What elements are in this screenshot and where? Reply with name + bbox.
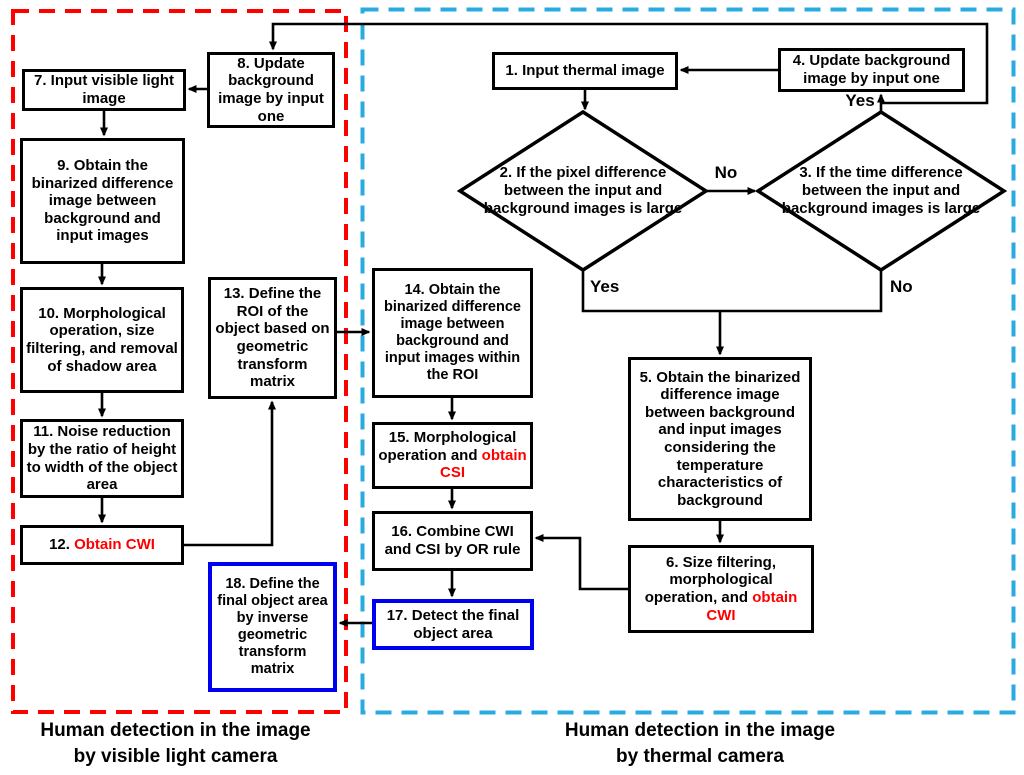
label-no-decision3-bottom: No xyxy=(890,277,913,296)
node-13-label: 13. Define the ROI of the object based o… xyxy=(215,285,330,391)
node-12-highlight: Obtain CWI xyxy=(74,536,155,554)
arrow-12-to-13 xyxy=(184,400,276,547)
node-1-label: 1. Input thermal image xyxy=(505,62,665,80)
decision-2-pixel-difference: 2. If the pixel difference between the i… xyxy=(473,124,693,258)
decision-2-label: 2. If the pixel difference between the i… xyxy=(483,164,683,217)
node-7-input-visible-light-image: 7. Input visible light image xyxy=(22,69,186,111)
node-6-highlight: obtain CWI xyxy=(706,589,798,624)
node-12-obtain-cwi: 12. Obtain CWI xyxy=(20,525,184,565)
label-yes-decision2-bottom: Yes xyxy=(590,277,620,296)
decision-3-label: 3. If the time difference between the in… xyxy=(781,164,981,217)
node-15-morphological-obtain-csi: 15. Morphological operation and obtain C… xyxy=(372,422,533,489)
visible-light-section-border xyxy=(11,9,348,714)
node-10-morphological-operation: 10. Morphological operation, size filter… xyxy=(20,287,184,393)
node-12-prefix: 12. xyxy=(49,536,75,554)
node-14-binarized-difference-roi: 14. Obtain the binarized difference imag… xyxy=(372,268,533,398)
node-5-label: 5. Obtain the binarized difference image… xyxy=(639,368,801,509)
node-17-detect-final-object-area: 17. Detect the final object area xyxy=(372,599,534,650)
arrow-6-to-16 xyxy=(534,534,628,591)
caption-visible-light-line2: by visible light camera xyxy=(73,745,278,767)
arrow-yes-branch-to-8 xyxy=(269,22,989,105)
label-yes-decision3-top: Yes xyxy=(845,91,875,110)
caption-visible-light-line1: Human detection in the image xyxy=(40,720,311,741)
node-14-label: 14. Obtain the binarized difference imag… xyxy=(384,282,521,383)
caption-thermal-camera: Human detection in the image by thermal … xyxy=(480,718,920,769)
node-11-label: 11. Noise reduction by the ratio of heig… xyxy=(26,423,178,494)
node-6-size-filtering-obtain-cwi: 6. Size filtering, morphological operati… xyxy=(628,545,814,633)
node-18-define-final-object-area: 18. Define the final object area by inve… xyxy=(208,562,337,692)
node-10-label: 10. Morphological operation, size filter… xyxy=(26,304,178,375)
decision-3-time-difference: 3. If the time difference between the in… xyxy=(771,124,991,258)
node-5-binarized-difference-temperature: 5. Obtain the binarized difference image… xyxy=(628,357,812,521)
node-4-label: 4. Update background image by input one xyxy=(792,52,951,87)
node-9-binarized-difference-image: 9. Obtain the binarized difference image… xyxy=(20,138,185,264)
decision-3-diamond-shape xyxy=(754,109,1008,273)
node-8-label: 8. Update background image by input one xyxy=(218,54,324,125)
caption-thermal-line2: by thermal camera xyxy=(616,745,784,767)
node-6-prefix: 6. Size filtering, morphological operati… xyxy=(644,553,777,606)
node-16-label: 16. Combine CWI and CSI by OR rule xyxy=(384,523,521,558)
caption-thermal-line1: Human detection in the image xyxy=(564,720,836,741)
thermal-section-border xyxy=(360,7,1016,715)
node-8-update-background-image: 8. Update background image by input one xyxy=(207,52,335,128)
label-no-decision2-to-3: No xyxy=(714,163,738,182)
node-7-label: 7. Input visible light image xyxy=(33,72,174,107)
caption-visible-light-camera: Human detection in the image by visible … xyxy=(18,718,333,769)
node-9-label: 9. Obtain the binarized difference image… xyxy=(31,157,174,245)
node-15-prefix: 15. Morphological operation and xyxy=(378,429,517,464)
merge-line-2yes-3no xyxy=(581,270,883,313)
node-15-highlight: obtain CSI xyxy=(439,446,527,482)
node-18-label: 18. Define the final object area by inve… xyxy=(217,576,328,677)
node-16-combine-cwi-csi: 16. Combine CWI and CSI by OR rule xyxy=(372,511,533,571)
node-13-define-roi: 13. Define the ROI of the object based o… xyxy=(208,277,337,399)
node-17-label: 17. Detect the final object area xyxy=(386,606,520,642)
node-4-update-background-image: 4. Update background image by input one xyxy=(778,48,965,92)
node-1-input-thermal-image: 1. Input thermal image xyxy=(492,52,678,90)
node-11-noise-reduction: 11. Noise reduction by the ratio of heig… xyxy=(20,419,184,498)
